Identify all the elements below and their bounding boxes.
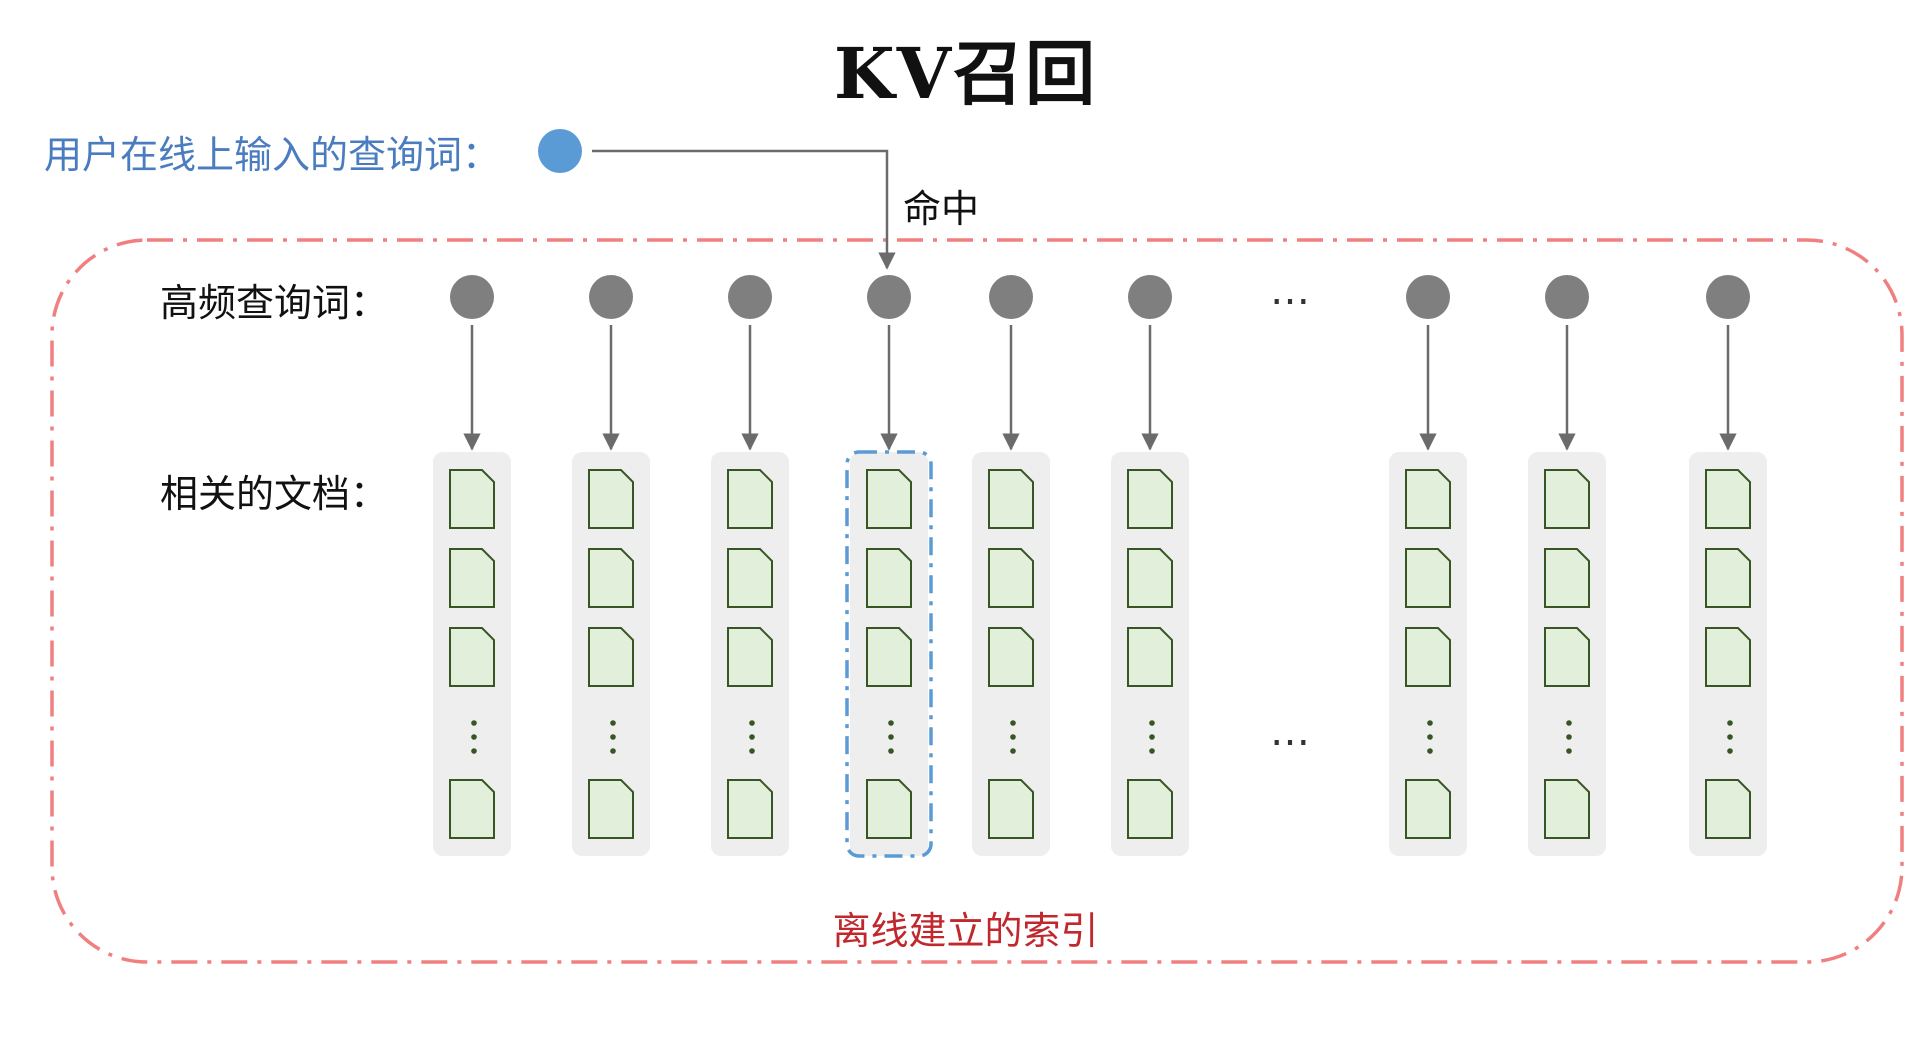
- document-icon: [1544, 779, 1590, 839]
- document-icon: [588, 469, 634, 529]
- vertical-ellipsis-dot: [1727, 734, 1733, 740]
- document-icon: [1405, 627, 1451, 687]
- high-frequency-query-node-7: [1406, 275, 1450, 319]
- document-icon: [449, 548, 495, 608]
- document-icon: [1705, 779, 1751, 839]
- document-icon: [1405, 779, 1451, 839]
- document-icon: [727, 627, 773, 687]
- vertical-ellipsis-dot: [749, 734, 755, 740]
- vertical-ellipsis-dot: [471, 720, 477, 726]
- index-columns: [433, 275, 1767, 858]
- vertical-ellipsis-dot: [1010, 734, 1016, 740]
- offline-index-boundary: [50, 238, 1904, 964]
- vertical-ellipsis-dot: [1010, 720, 1016, 726]
- user-query-node: [538, 129, 582, 173]
- vertical-ellipsis-dot: [888, 734, 894, 740]
- document-icon: [449, 627, 495, 687]
- related-documents-label: 相关的文档：: [160, 472, 389, 516]
- vertical-ellipsis-dot: [610, 734, 616, 740]
- high-frequency-query-node-4: [867, 275, 911, 319]
- vertical-ellipsis-dot: [610, 720, 616, 726]
- document-icon: [449, 779, 495, 839]
- high-frequency-query-node-5: [989, 275, 1033, 319]
- document-icon: [1127, 627, 1173, 687]
- vertical-ellipsis-dot: [749, 748, 755, 754]
- document-icon: [1127, 779, 1173, 839]
- document-icon: [988, 548, 1034, 608]
- vertical-ellipsis-dot: [1727, 720, 1733, 726]
- document-icon: [1127, 469, 1173, 529]
- vertical-ellipsis-dot: [1149, 734, 1155, 740]
- vertical-ellipsis-dot: [471, 734, 477, 740]
- hit-label: 命中: [903, 187, 980, 231]
- document-icon: [1705, 548, 1751, 608]
- user-query-label: 用户在线上输入的查询词：: [44, 133, 501, 177]
- vertical-ellipsis-dot: [471, 748, 477, 754]
- vertical-ellipsis-dot: [1010, 748, 1016, 754]
- vertical-ellipsis-dot: [1566, 748, 1572, 754]
- vertical-ellipsis-dot: [610, 748, 616, 754]
- document-icon: [988, 469, 1034, 529]
- document-icon: [1705, 469, 1751, 529]
- document-icon: [1544, 548, 1590, 608]
- document-icon: [1544, 469, 1590, 529]
- column-ellipsis-docs: …: [1270, 709, 1310, 755]
- document-icon: [727, 469, 773, 529]
- document-icon: [588, 779, 634, 839]
- vertical-ellipsis-dot: [1566, 720, 1572, 726]
- document-icon: [1544, 627, 1590, 687]
- vertical-ellipsis-dot: [1427, 748, 1433, 754]
- document-icon: [588, 627, 634, 687]
- vertical-ellipsis-dot: [1727, 748, 1733, 754]
- document-icon: [1405, 469, 1451, 529]
- document-icon: [588, 548, 634, 608]
- vertical-ellipsis-dot: [888, 748, 894, 754]
- document-icon: [866, 779, 912, 839]
- column-ellipsis-top: …: [1270, 268, 1310, 314]
- vertical-ellipsis-dot: [1149, 720, 1155, 726]
- high-frequency-query-node-6: [1128, 275, 1172, 319]
- document-icon: [1127, 548, 1173, 608]
- document-icon: [727, 779, 773, 839]
- diagram-title: KV召回: [833, 32, 1098, 115]
- document-icon: [866, 469, 912, 529]
- document-icon: [449, 469, 495, 529]
- vertical-ellipsis-dot: [1149, 748, 1155, 754]
- hit-column-highlight: [845, 450, 933, 858]
- vertical-ellipsis-dot: [749, 720, 755, 726]
- high-frequency-query-node-9: [1706, 275, 1750, 319]
- vertical-ellipsis-dot: [1566, 734, 1572, 740]
- document-icon: [866, 627, 912, 687]
- hit-arrow: [592, 149, 896, 270]
- document-icon: [1405, 548, 1451, 608]
- document-icon: [866, 548, 912, 608]
- high-frequency-query-node-3: [728, 275, 772, 319]
- document-icon: [727, 548, 773, 608]
- vertical-ellipsis-dot: [1427, 734, 1433, 740]
- high-frequency-query-node-1: [450, 275, 494, 319]
- vertical-ellipsis-dot: [888, 720, 894, 726]
- document-icon: [988, 779, 1034, 839]
- high-frequency-query-node-2: [589, 275, 633, 319]
- high-frequency-query-label: 高频查询词：: [160, 281, 389, 325]
- document-icon: [988, 627, 1034, 687]
- high-frequency-query-node-8: [1545, 275, 1589, 319]
- vertical-ellipsis-dot: [1427, 720, 1433, 726]
- document-icon: [1705, 627, 1751, 687]
- offline-index-label: 离线建立的索引: [832, 909, 1099, 953]
